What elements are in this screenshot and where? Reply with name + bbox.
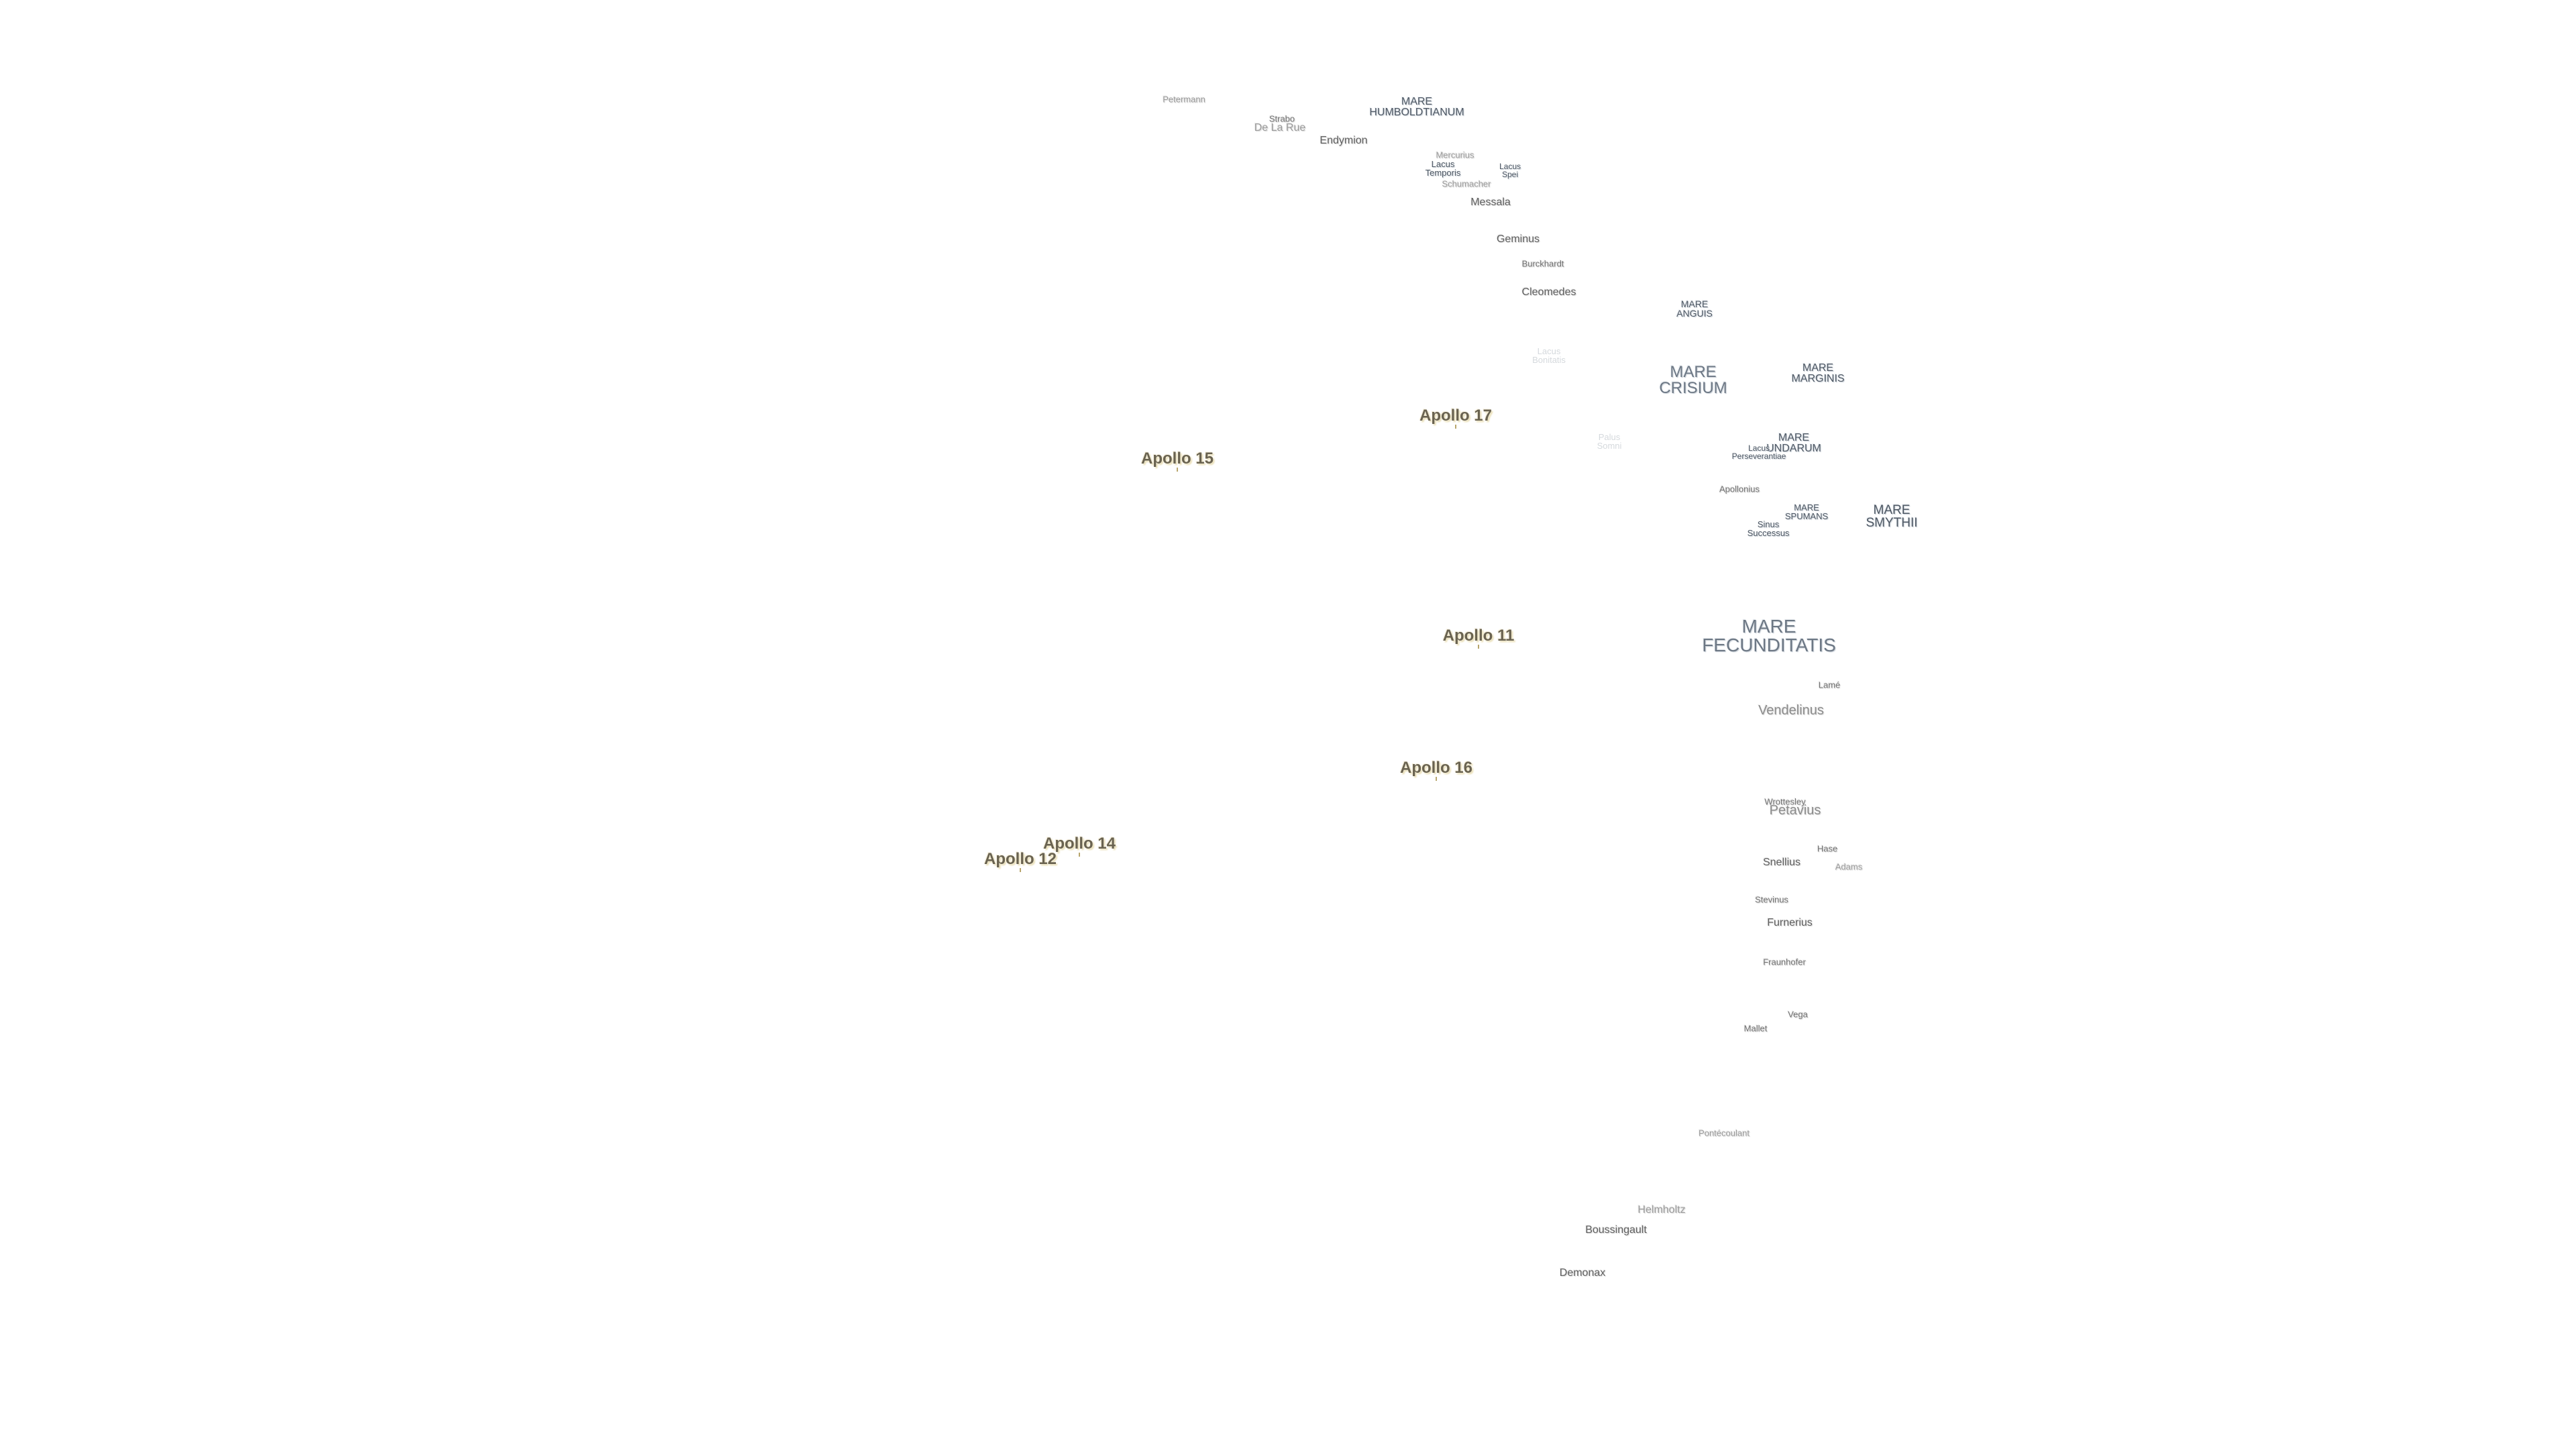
- mare-spumans-label[interactable]: MARE SPUMANS: [1784, 502, 1829, 521]
- crater-burckhardt-label[interactable]: Burckhardt: [1521, 258, 1564, 269]
- apollo-11-label[interactable]: Apollo 11: [1442, 627, 1515, 645]
- crater-hase-label[interactable]: Hase: [1817, 843, 1838, 854]
- crater-demonax-label[interactable]: Demonax: [1559, 1267, 1606, 1279]
- apollo-16-label[interactable]: Apollo 16: [1399, 759, 1473, 777]
- apollo-16-marker[interactable]: [1436, 777, 1437, 781]
- crater-pontecoulant-label[interactable]: Pontécoulant: [1699, 1128, 1750, 1138]
- crater-boussingault-label[interactable]: Boussingault: [1585, 1224, 1647, 1236]
- apollo-14-marker[interactable]: [1079, 853, 1080, 857]
- crater-mercurius-label[interactable]: Mercurius: [1436, 150, 1474, 160]
- crater-de-la-rue-label[interactable]: De La Rue: [1254, 122, 1306, 133]
- mare-marginis-label[interactable]: MARE MARGINIS: [1791, 362, 1845, 384]
- crater-helmholtz-label[interactable]: Helmholtz: [1638, 1204, 1686, 1216]
- crater-adams-label[interactable]: Adams: [1835, 861, 1863, 872]
- crater-snellius-label[interactable]: Snellius: [1762, 857, 1801, 868]
- crater-wrottesley-label[interactable]: Wrottesley: [1764, 796, 1806, 807]
- crater-petermann-label[interactable]: Petermann: [1163, 94, 1205, 105]
- apollo-15-marker[interactable]: [1177, 468, 1178, 472]
- crater-lame-label[interactable]: Lamé: [1818, 680, 1841, 690]
- crater-stevinus-label[interactable]: Stevinus: [1755, 894, 1788, 905]
- lacus-perseverantiae-label[interactable]: Lacus Perseverantiae: [1731, 443, 1786, 461]
- mare-crisium-label[interactable]: MARE CRISIUM: [1659, 363, 1727, 397]
- mare-fecunditatis-label[interactable]: MARE FECUNDITATIS: [1702, 616, 1836, 655]
- apollo-17-label[interactable]: Apollo 17: [1419, 407, 1493, 425]
- apollo-11-marker[interactable]: [1478, 645, 1479, 649]
- crater-apollonius-label[interactable]: Apollonius: [1719, 484, 1760, 494]
- mare-humboldtianum-label[interactable]: MARE HUMBOLDTIANUM: [1369, 96, 1464, 118]
- apollo-12-label[interactable]: Apollo 12: [983, 850, 1057, 868]
- crater-furnerius-label[interactable]: Furnerius: [1767, 917, 1813, 928]
- apollo-14-label[interactable]: Apollo 14: [1042, 835, 1116, 853]
- mare-smythii-label[interactable]: MARE SMYTHII: [1866, 503, 1918, 530]
- crater-cleomedes-label[interactable]: Cleomedes: [1521, 286, 1576, 298]
- crater-geminus-label[interactable]: Geminus: [1496, 233, 1540, 245]
- apollo-12-marker[interactable]: [1020, 868, 1021, 872]
- crater-mallet-label[interactable]: Mallet: [1743, 1023, 1768, 1034]
- crater-vendelinus-label[interactable]: Vendelinus: [1758, 703, 1824, 718]
- lacus-bonitatis-label[interactable]: Lacus Bonitatis: [1532, 346, 1566, 365]
- crater-fraunhofer-label[interactable]: Fraunhofer: [1763, 957, 1806, 967]
- apollo-17-marker[interactable]: [1455, 425, 1456, 429]
- mare-undarum-label[interactable]: MARE UNDARUM: [1766, 432, 1821, 454]
- apollo-15-label[interactable]: Apollo 15: [1140, 449, 1214, 468]
- sinus-successus-label[interactable]: Sinus Successus: [1747, 519, 1790, 538]
- crater-schumacher-label[interactable]: Schumacher: [1442, 178, 1491, 189]
- lacus-temporis-label[interactable]: Lacus Temporis: [1425, 159, 1461, 178]
- lacus-spei-label[interactable]: Lacus Spei: [1499, 162, 1521, 179]
- palus-somni-label[interactable]: Palus Somni: [1597, 432, 1622, 451]
- crater-endymion-label[interactable]: Endymion: [1320, 135, 1368, 146]
- crater-strabo-label[interactable]: Strabo: [1269, 113, 1295, 124]
- crater-petavius-label[interactable]: Petavius: [1769, 803, 1821, 818]
- mare-anguis-label[interactable]: MARE ANGUIS: [1676, 299, 1713, 319]
- crater-vega-label[interactable]: Vega: [1788, 1009, 1808, 1020]
- crater-messala-label[interactable]: Messala: [1470, 197, 1511, 208]
